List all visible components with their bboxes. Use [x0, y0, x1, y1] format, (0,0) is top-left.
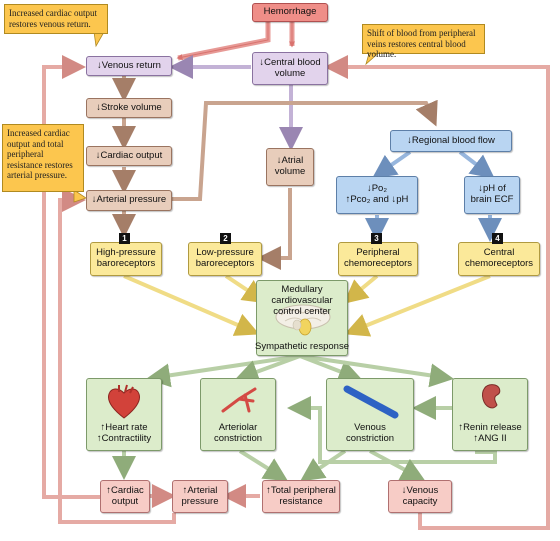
- badge-2: 2: [220, 233, 231, 244]
- ang-ii-label: ↑ANG II: [473, 433, 507, 445]
- arrow-symp-heart: [146, 354, 301, 388]
- arrow-venous-tpr: [300, 449, 347, 482]
- hemorrhage-box: Hemorrhage: [252, 3, 328, 22]
- ph-ecf-box: ↓pH of brain ECF: [464, 176, 520, 214]
- arrow-atrial-lowbaro: [257, 188, 292, 270]
- venous-capacity-box: ↓Venous capacity: [388, 480, 452, 513]
- cardiac-output-down-box: ↓Cardiac output: [86, 146, 172, 166]
- arteriolar-box: Arteriolar constriction: [200, 378, 276, 451]
- arterial-pressure-up-box: ↑Arterial pressure: [172, 480, 228, 513]
- venous-return-box: ↓Venous return: [86, 56, 172, 76]
- peripheral-chemoreceptors-box: Peripheral chemoreceptors: [338, 242, 418, 276]
- brain-icon: [275, 304, 331, 336]
- sympathetic-response-label: Sympathetic response: [255, 341, 349, 352]
- arterial-pressure-down-box: ↓Arterial pressure: [86, 190, 172, 211]
- low-pressure-baroreceptors-box: Low-pressure baroreceptors: [188, 242, 262, 276]
- loop-ap-arterial: [58, 188, 176, 524]
- heart-box: ↑Heart rate ↑Contractility: [86, 378, 162, 451]
- badge-1: 1: [119, 233, 130, 244]
- chemical-change-box: ↓Po₂ ↑Pco₂ and ↓pH: [336, 176, 418, 214]
- stroke-volume-box: ↓Stroke volume: [86, 98, 172, 118]
- arrow-ap-regional: [172, 99, 438, 201]
- badge-4: 4: [492, 233, 503, 244]
- heart-icon: [108, 384, 140, 419]
- cardiac-output-up-box: ↑Cardiac output: [100, 480, 150, 513]
- arteriole-icon: [221, 387, 257, 413]
- medullary-center-box: Medullary cardiovascular control center: [256, 280, 348, 356]
- arrow-central-medulla: [344, 274, 491, 337]
- arrow-venous-capacity: [369, 449, 426, 481]
- arrow-regional-po2: [372, 150, 412, 179]
- atrial-volume-box: ↓Atrial volume: [266, 148, 314, 186]
- central-chemoreceptors-box: Central chemoreceptors: [458, 242, 540, 276]
- total-peripheral-resistance-box: ↑Total peripheral resistance: [262, 480, 340, 513]
- regional-blood-flow-box: ↓Regional blood flow: [390, 130, 512, 152]
- vein-icon: [343, 385, 399, 419]
- arrow-arteriolar-tpr: [238, 449, 289, 482]
- note-arterial-pressure: Increased cardiac output and total perip…: [2, 124, 84, 192]
- badge-3: 3: [371, 233, 382, 244]
- heart-rate-label: ↑Heart rate: [100, 422, 148, 434]
- arrow-peri-medulla: [343, 274, 379, 304]
- renin-release-label: ↑Renin release: [458, 422, 522, 434]
- arrow-regional-ph: [458, 150, 495, 179]
- high-pressure-baroreceptors-box: High-pressure baroreceptors: [90, 242, 162, 276]
- arrow-symp-venous: [299, 354, 363, 383]
- loop-capacity-cbv: [324, 55, 550, 530]
- arrow-high-medulla: [123, 274, 260, 336]
- arrow-symp-renin: [299, 354, 454, 388]
- renin-box: ↑Renin release ↑ANG II: [452, 378, 528, 451]
- contractility-label: ↑Contractility: [96, 433, 152, 445]
- central-blood-volume-box: ↓Central blood volume: [252, 52, 328, 85]
- note-shift-blood: Shift of blood from peripheral veins res…: [362, 24, 485, 59]
- note-venous-return: Increased cardiac output restores venous…: [4, 4, 108, 34]
- po2-label: ↓Po₂: [366, 183, 388, 195]
- venous-constriction-box: Venous constriction: [326, 378, 414, 451]
- pco2-ph-label: ↑Pco₂ and ↓pH: [345, 194, 409, 205]
- loop-co-venous: [42, 55, 100, 499]
- arrow-symp-arteriolar: [234, 354, 301, 384]
- kidney-icon: [482, 384, 501, 409]
